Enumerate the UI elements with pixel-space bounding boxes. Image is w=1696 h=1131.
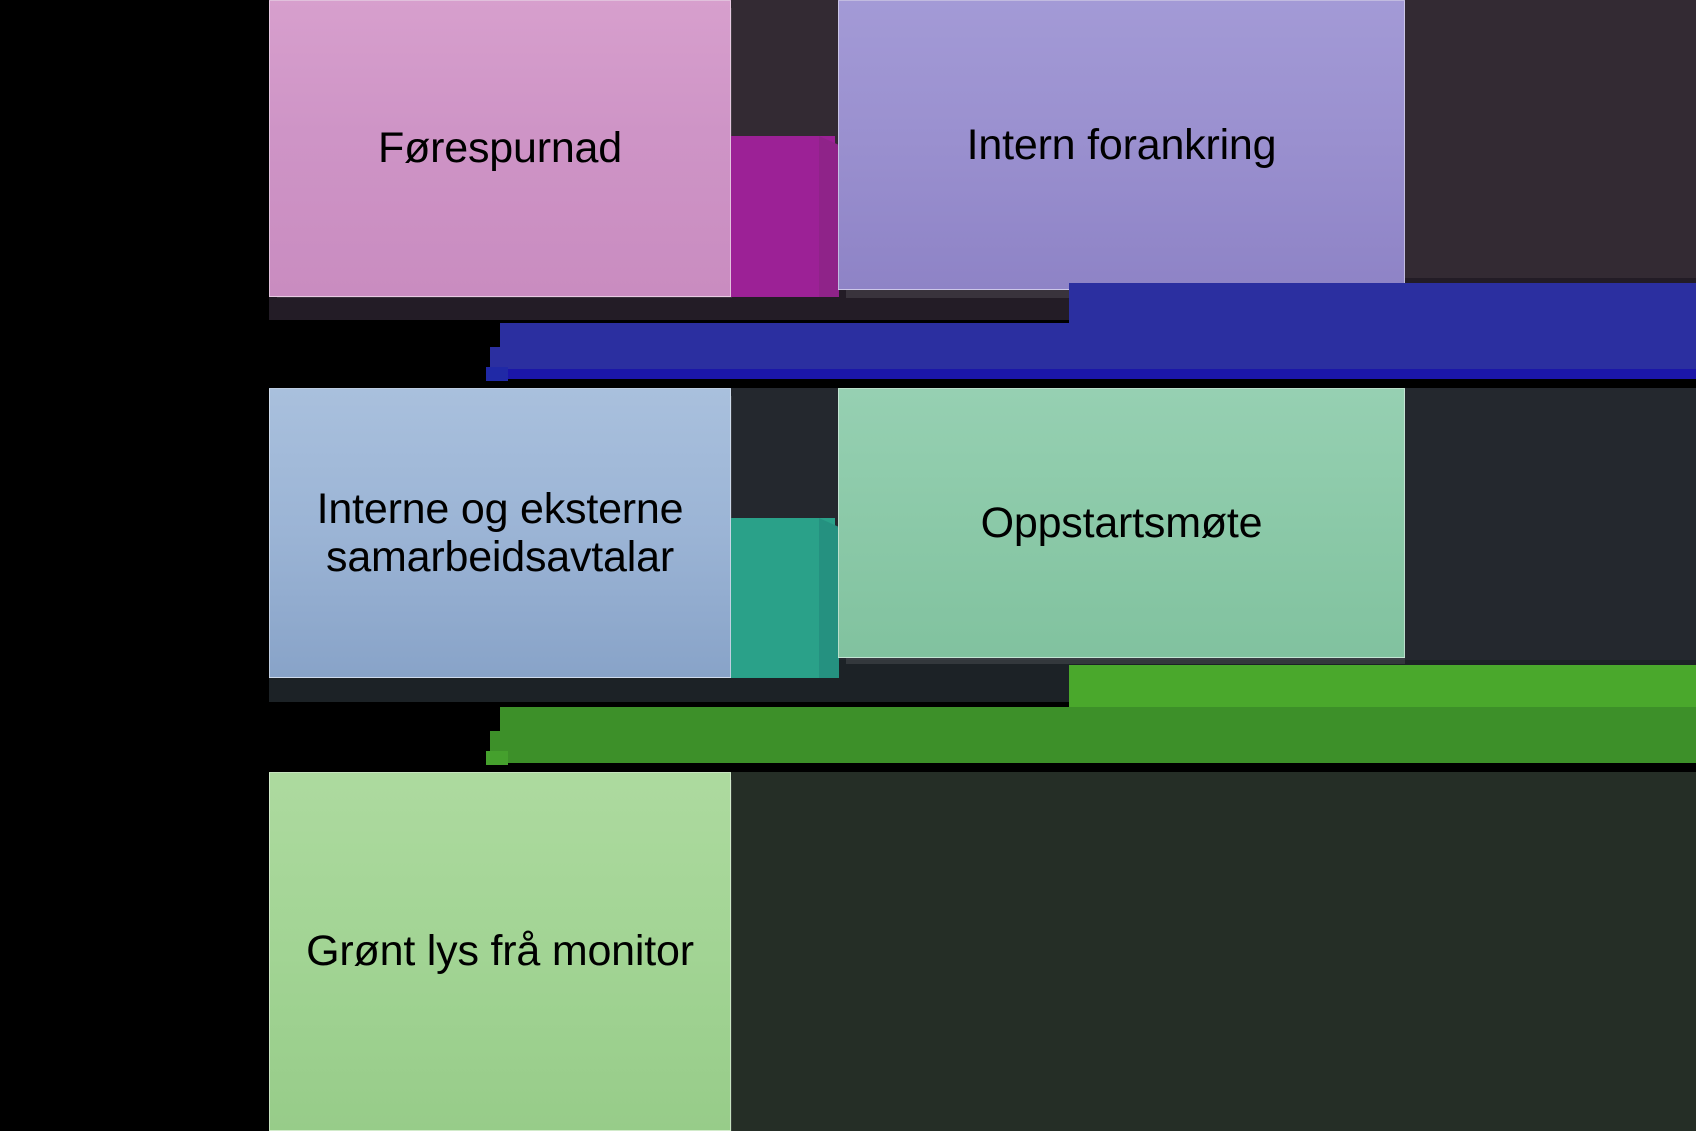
backdrop-panel-row3 bbox=[731, 772, 1696, 1131]
arrow-segment-underline bbox=[500, 751, 1696, 763]
arrow-segment-top bbox=[1069, 665, 1696, 707]
node-samarbeidsavtalar[interactable]: Interne og eksterne samarbeidsavtalar bbox=[269, 388, 731, 678]
node-oppstartsmote[interactable]: Oppstartsmøte bbox=[838, 388, 1405, 658]
node-samarbeidsavtalar-label: Interne og eksterne samarbeidsavtalar bbox=[316, 484, 684, 581]
arrow-head-stem bbox=[819, 146, 839, 297]
arrow-segment-underline bbox=[500, 369, 1696, 379]
arrow-forespurnad-to-forankring[interactable] bbox=[731, 136, 839, 297]
node-forespurnad[interactable]: Førespurnad bbox=[269, 0, 731, 297]
node-forespurnad-label: Førespurnad bbox=[378, 124, 622, 173]
arrow-samarbeidsavtalar-to-oppstartsmote[interactable] bbox=[731, 518, 839, 678]
arrow-segment-top bbox=[1069, 283, 1696, 323]
arrow-oppstartsmote-to-gront-lys[interactable] bbox=[486, 665, 1696, 765]
arrow-head-stem bbox=[819, 528, 839, 678]
arrow-head-tip bbox=[486, 751, 508, 765]
arrow-forankring-to-samarbeidsavtalar[interactable] bbox=[486, 283, 1696, 381]
node-intern-forankring-label: Intern forankring bbox=[966, 120, 1277, 169]
node-gront-lys-label: Grønt lys frå monitor bbox=[306, 927, 694, 976]
node-oppstartsmote-label: Oppstartsmøte bbox=[980, 498, 1263, 547]
arrow-head-tip bbox=[486, 367, 508, 381]
arrow-shaft bbox=[731, 136, 835, 297]
arrow-segment-shaft bbox=[500, 707, 1696, 755]
arrow-shaft bbox=[731, 518, 835, 678]
node-gront-lys[interactable]: Grønt lys frå monitor bbox=[269, 772, 731, 1131]
node-intern-forankring[interactable]: Intern forankring bbox=[838, 0, 1405, 290]
arrow-segment-shaft bbox=[500, 323, 1696, 373]
